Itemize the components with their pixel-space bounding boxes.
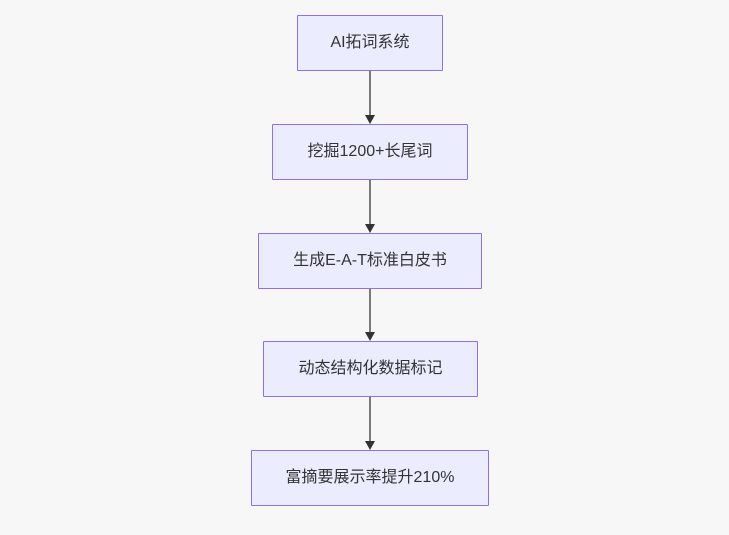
arrow-head-icon [365,224,375,233]
arrow-head-icon [365,115,375,124]
node-label: 动态结构化数据标记 [298,360,443,378]
flowchart-arrow-4 [365,397,375,450]
flowchart-arrow-3 [365,289,375,341]
node-label: 富摘要展示率提升210% [285,469,455,487]
flowchart-node-structured-data: 动态结构化数据标记 [263,341,478,397]
arrow-line [369,180,371,224]
flowchart-node-rich-snippet-result: 富摘要展示率提升210% [251,450,489,506]
arrow-line [369,289,371,332]
node-label: AI拓词系统 [330,34,410,52]
node-label: 生成E-A-T标准白皮书 [293,252,447,270]
arrow-head-icon [365,441,375,450]
arrow-line [369,397,371,441]
flowchart-node-longtail-mining: 挖掘1200+长尾词 [272,124,468,180]
arrow-line [369,71,371,115]
arrow-head-icon [365,332,375,341]
flowchart-arrow-2 [365,180,375,233]
flowchart-node-ai-word-system: AI拓词系统 [297,15,443,71]
node-label: 挖掘1200+长尾词 [307,143,433,161]
flowchart-node-eat-whitepaper: 生成E-A-T标准白皮书 [258,233,482,289]
flowchart-arrow-1 [365,71,375,124]
